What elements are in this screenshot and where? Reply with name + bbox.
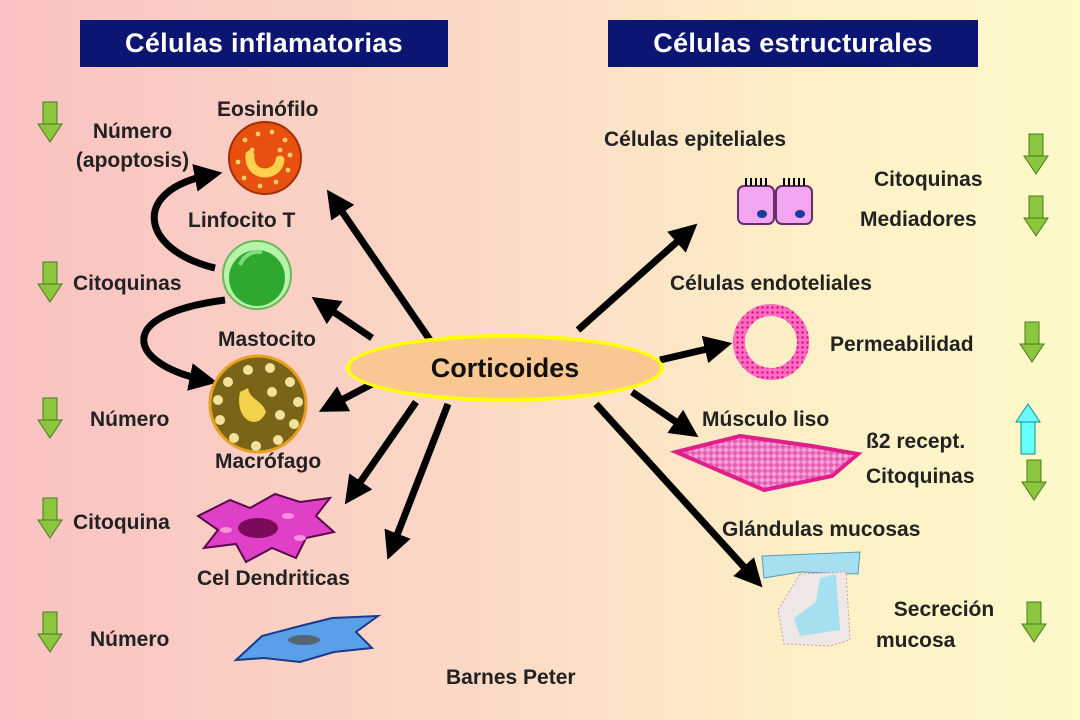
header-structural-cells: Células estructurales — [608, 20, 978, 67]
eosinophil-label: Eosinófilo — [217, 98, 319, 121]
down-arrow-icon — [1019, 321, 1045, 363]
effect-apoptosis-line: (apoptosis) — [75, 149, 190, 172]
curved-arrow-lymphocyte-to-macrophage — [140, 296, 226, 391]
macrophage-label: Macrófago — [215, 450, 322, 473]
dendritic-label: Cel Dendriticas — [197, 567, 350, 590]
arrow-to-smooth-muscle — [630, 389, 699, 438]
arrow-to-epithelial — [575, 223, 698, 333]
up-arrow-icon — [1015, 403, 1041, 455]
effect-cytokines-right-label: Citoquinas — [866, 465, 975, 488]
corticoides-label: Corticoides — [346, 334, 664, 402]
macrophage-cell-illustration — [208, 354, 308, 454]
effect-cytokines-label: Citoquinas — [73, 272, 182, 295]
arrow-to-eosinophil — [326, 189, 433, 342]
epithelial-label: Células epiteliales — [604, 128, 787, 151]
down-arrow-icon — [37, 261, 63, 303]
endothelial-label: Células endoteliales — [670, 272, 872, 295]
arrow-to-lymphocyte — [311, 296, 374, 341]
arrow-to-endothelial — [659, 335, 733, 364]
effect-secretion-line: Secreción — [893, 598, 995, 621]
effect-cytokine-label: Citoquina — [73, 511, 170, 534]
effect-number-label: Número — [90, 628, 170, 651]
effect-permeability-label: Permeabilidad — [830, 333, 974, 356]
down-arrow-icon — [1023, 195, 1049, 237]
arrow-to-macrophage — [318, 380, 374, 412]
mucous-gland-illustration — [761, 551, 861, 647]
eosinophil-cell-illustration — [228, 121, 302, 195]
dendritic-cell-illustration — [196, 492, 337, 564]
effect-b2-receptor-label: ß2 recept. — [866, 430, 966, 453]
curved-arrow-lymphocyte-to-eosinophil — [150, 164, 223, 272]
endothelial-ring-illustration — [733, 304, 809, 380]
effect-number-apoptosis: Número (apoptosis) — [60, 120, 205, 173]
down-arrow-icon — [1021, 601, 1047, 643]
effect-mucosa-line: mucosa — [876, 629, 956, 652]
arrow-to-mucous-glands — [593, 401, 763, 588]
effect-number-label: Número — [90, 408, 170, 431]
effect-number-line: Número — [92, 120, 173, 143]
mucous-glands-label: Glándulas mucosas — [722, 518, 921, 541]
smooth-muscle-label: Músculo liso — [702, 408, 830, 431]
down-arrow-icon — [1023, 133, 1049, 175]
down-arrow-icon — [37, 497, 63, 539]
fibroblast-cell-illustration — [233, 614, 382, 664]
lymphocyte-cell-illustration — [222, 240, 292, 310]
down-arrow-icon — [37, 101, 63, 143]
effect-cytokines-right-label: Citoquinas — [874, 168, 983, 191]
arrow-to-fibroblast — [384, 402, 452, 560]
down-arrow-icon — [1021, 459, 1047, 501]
down-arrow-icon — [37, 611, 63, 653]
lymphocyte-label: Linfocito T — [188, 209, 296, 232]
mast-cell-label: Mastocito — [218, 328, 317, 351]
effect-mucous-secretion: Secreción mucosa — [866, 598, 1022, 653]
arrow-to-dendritic — [344, 400, 419, 505]
header-inflammatory-cells: Células inflamatorias — [80, 20, 448, 67]
credit-label: Barnes Peter — [446, 666, 576, 689]
effect-mediators-label: Mediadores — [860, 208, 977, 231]
smooth-muscle-illustration — [669, 433, 863, 493]
down-arrow-icon — [37, 397, 63, 439]
epithelial-cells-illustration — [737, 178, 813, 225]
